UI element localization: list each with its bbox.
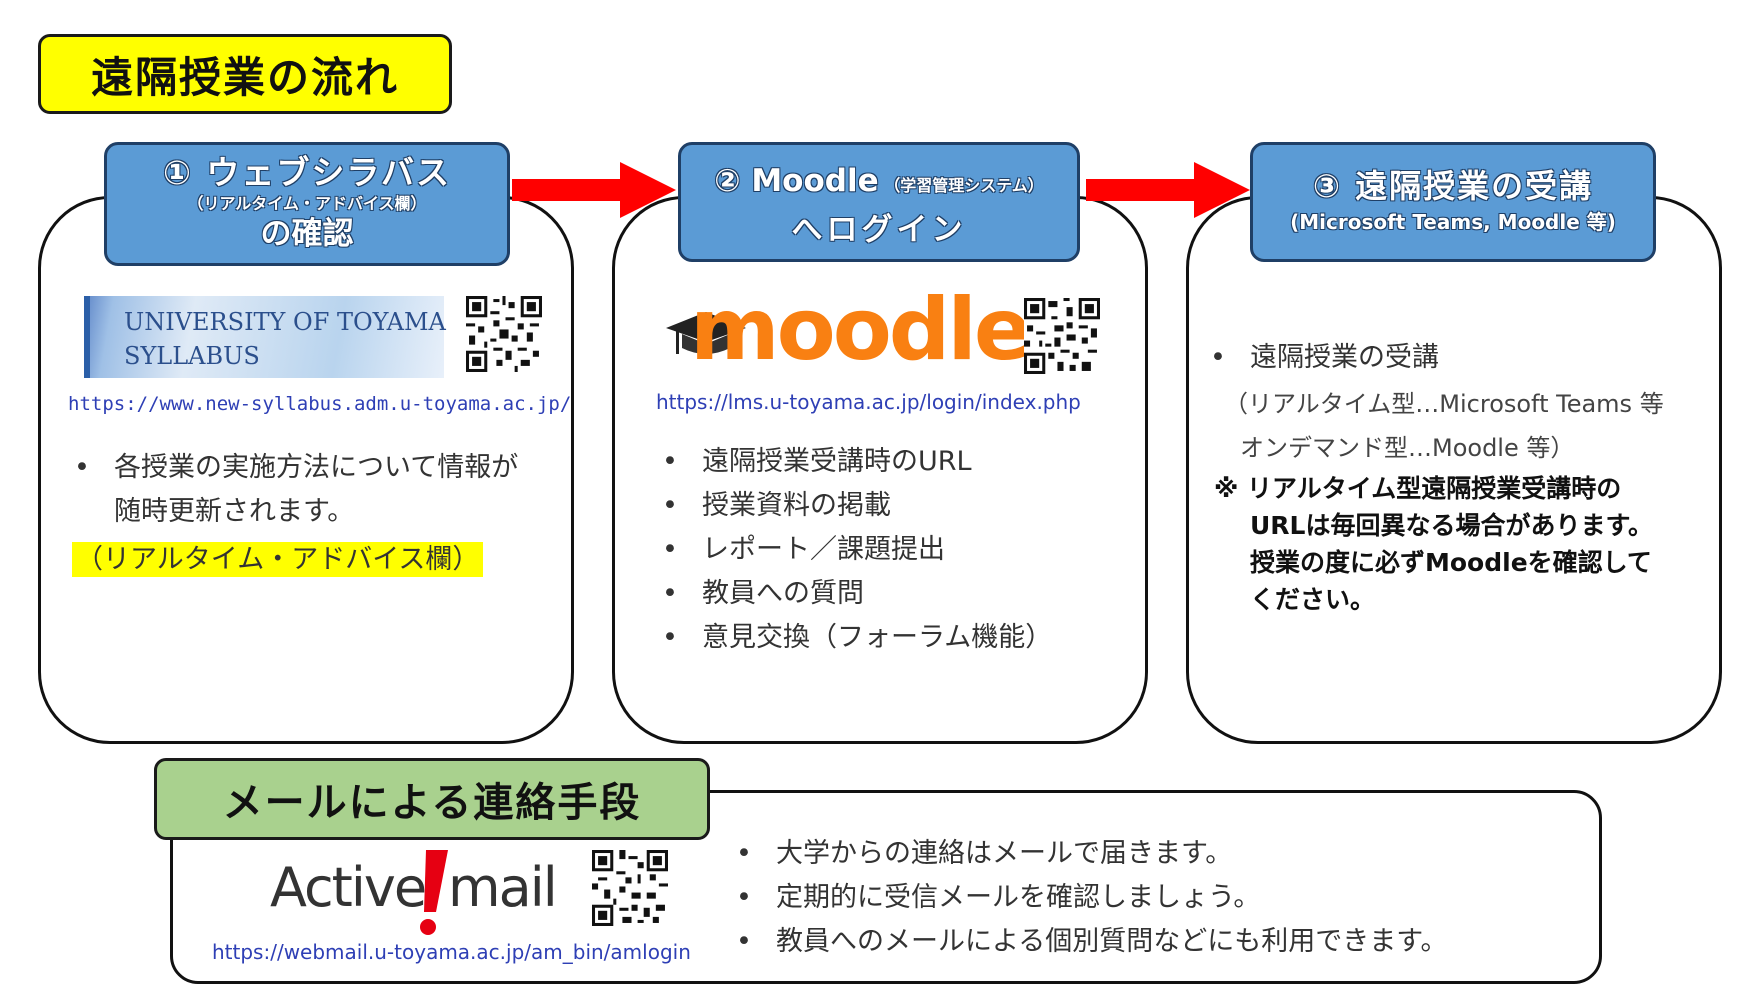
qr-code-icon — [592, 850, 668, 926]
page-title: 遠隔授業の流れ — [38, 34, 452, 114]
step3-detail-line2: オンデマンド型…Moodle 等） — [1240, 434, 1575, 462]
step3-bullet: 遠隔授業の受講 — [1204, 336, 1704, 380]
step2-header-subtitle: （学習管理システム） — [884, 176, 1044, 195]
step3-detail-line1: （リアルタイム型…Microsoft Teams 等 — [1224, 390, 1664, 418]
graduation-cap-icon — [666, 312, 746, 354]
step3-note-line2: URLは毎回異なる場合があります。 — [1250, 511, 1653, 540]
step3-note: ※ リアルタイム型遠隔授業受講時の URLは毎回異なる場合があります。 授業の度… — [1214, 470, 1694, 618]
step1-header: ① ウェブシラバス （リアルタイム・アドバイス欄） の確認 — [104, 142, 510, 266]
list-item: レポート／課題提出 — [656, 528, 1126, 572]
list-item: 定期的に受信メールを確認しましょう。 — [730, 876, 1590, 920]
step3-note-line1: ※ リアルタイム型遠隔授業受講時の — [1214, 474, 1622, 503]
step1-header-subtitle: （リアルタイム・アドバイス欄） — [187, 194, 427, 213]
step2-header-title2: へログイン — [791, 212, 967, 248]
qr-code-icon — [1024, 298, 1100, 374]
moodle-logo[interactable]: moodle — [664, 280, 1032, 382]
activemail-logo[interactable]: Active mail — [270, 848, 558, 938]
right-arrow-icon — [1086, 162, 1250, 218]
list-item: 大学からの連絡はメールで届きます。 — [730, 832, 1590, 876]
step2-bullets: 遠隔授業受講時のURL 授業資料の掲載 レポート／課題提出 教員への質問 意見交… — [656, 440, 1126, 660]
step3-note-line4: ください。 — [1250, 585, 1376, 614]
step3-note-line3: 授業の度に必ずMoodleを確認して — [1250, 548, 1652, 577]
advice-highlight: （リアルタイム・アドバイス欄） — [72, 542, 484, 577]
syllabus-logo-line1: UNIVERSITY OF TOYAMA — [124, 308, 446, 336]
list-item: 遠隔授業受講時のURL — [656, 440, 1126, 484]
right-arrow-icon — [512, 162, 676, 218]
activemail-logo-part1: Active — [270, 856, 427, 919]
syllabus-url-link[interactable]: https://www.new-syllabus.adm.u-toyama.ac… — [68, 393, 572, 415]
syllabus-logo[interactable]: UNIVERSITY OF TOYAMA SYLLABUS — [84, 296, 446, 378]
mail-bullets: 大学からの連絡はメールで届きます。 定期的に受信メールを確認しましょう。 教員へ… — [730, 832, 1590, 964]
syllabus-logo-line2: SYLLABUS — [124, 342, 260, 370]
step1-header-title2: の確認 — [260, 216, 354, 252]
list-item: 各授業の実施方法について情報が 随時更新されます。 — [68, 446, 568, 534]
webmail-url-link[interactable]: https://webmail.u-toyama.ac.jp/am_bin/am… — [212, 940, 691, 964]
moodle-logo-text: moodle — [690, 280, 1032, 380]
step1-bullet: 各授業の実施方法について情報が 随時更新されます。 — [68, 446, 568, 534]
step1-header-title: ① ウェブシラバス — [162, 153, 452, 192]
step3-header-subtitle: (Microsoft Teams, Moodle 等) — [1290, 210, 1616, 234]
step2-header-title: ② Moodle — [714, 163, 879, 199]
exclamation-icon — [420, 850, 448, 935]
step3-header: ③ 遠隔授業の受講 (Microsoft Teams, Moodle 等) — [1250, 142, 1656, 262]
list-item: 教員へのメールによる個別質問などにも利用できます。 — [730, 920, 1590, 964]
step3-panel — [1186, 196, 1722, 744]
list-item: 意見交換（フォーラム機能） — [656, 616, 1126, 660]
step3-header-title: ③ 遠隔授業の受講 — [1312, 167, 1594, 205]
mail-header: メールによる連絡手段 — [154, 758, 710, 840]
activemail-logo-part2: mail — [448, 856, 558, 919]
list-item: 遠隔授業の受講 — [1204, 336, 1704, 380]
step2-header: ② Moodle （学習管理システム） へログイン — [678, 142, 1080, 262]
step1-bullet-line1: 各授業の実施方法について情報が — [114, 452, 519, 483]
list-item: 授業資料の掲載 — [656, 484, 1126, 528]
qr-code-icon — [466, 296, 542, 372]
step1-bullet-line2: 随時更新されます。 — [114, 496, 355, 527]
list-item: 教員への質問 — [656, 572, 1126, 616]
moodle-url-link[interactable]: https://lms.u-toyama.ac.jp/login/index.p… — [656, 390, 1081, 414]
